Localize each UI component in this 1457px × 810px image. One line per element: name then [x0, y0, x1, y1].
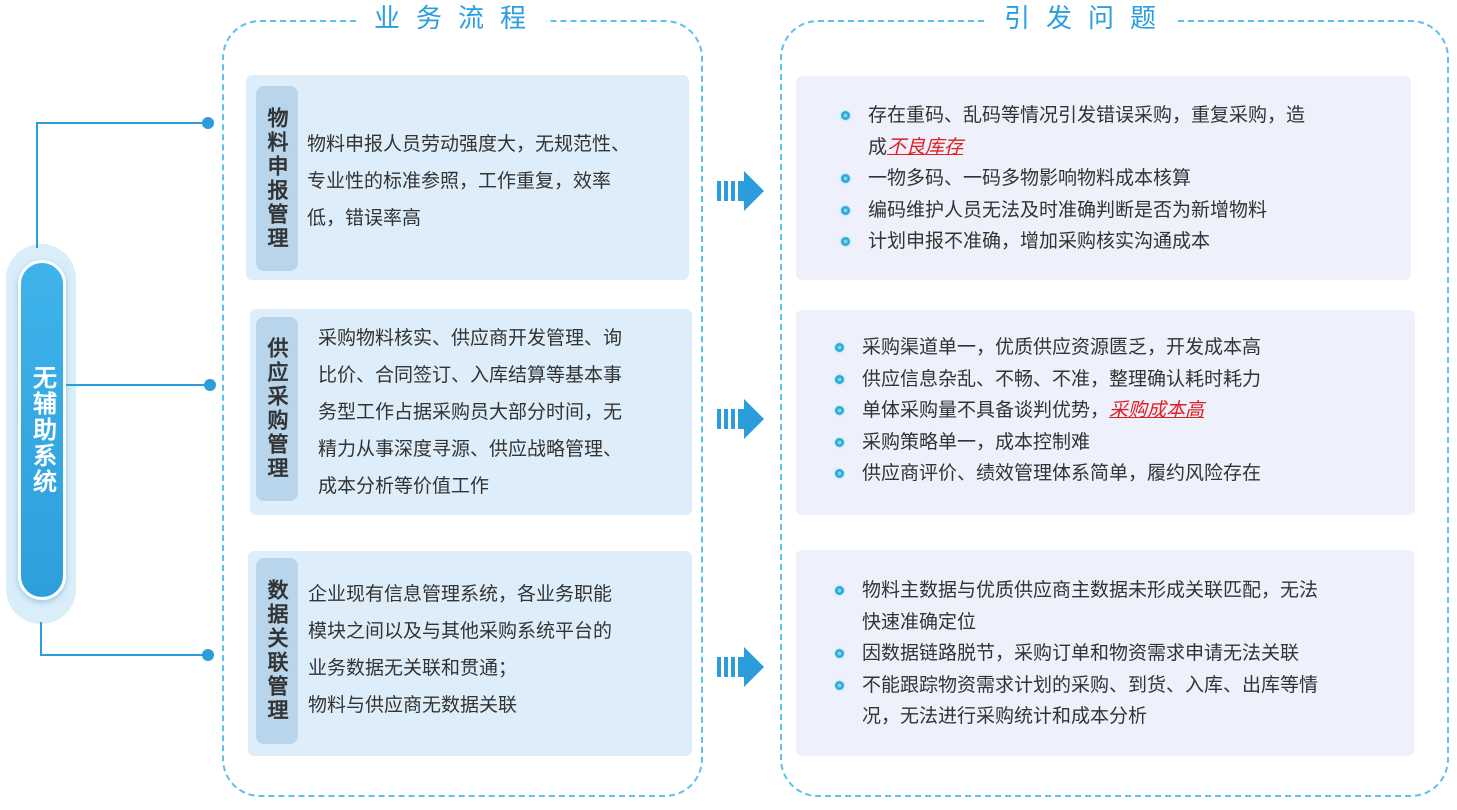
issue-list: 采购渠道单一，优质供应资源匮乏，开发成本高 供应信息杂乱、不畅、不准，整理确认耗…: [834, 332, 1261, 490]
issue-highlight: 采购成本高: [1109, 399, 1205, 421]
arrow-right-icon: [717, 171, 764, 211]
process-text-material: 物料申报人员劳动强度大，无规范性、 专业性的标准参照，工作重复，效率 低，错误率…: [307, 126, 630, 237]
left-label: 无辅助系统: [28, 365, 57, 495]
connector-bottom-horizontal: [40, 654, 208, 656]
bullet-icon: [834, 680, 845, 691]
issue-text: 采购渠道单一，优质供应资源匮乏，开发成本高: [862, 336, 1262, 358]
process-text-procurement: 采购物料核实、供应商开发管理、询 比价、合同签订、入库结算等基本事 务型工作占据…: [318, 320, 622, 505]
issue-text: 供应信息杂乱、不畅、不准，整理确认耗时耗力: [862, 367, 1262, 390]
bullet-icon: [840, 205, 851, 216]
issue-item: 单体采购量不具备谈判优势，采购成本高: [834, 395, 1261, 427]
issue-item: 供应商评价、绩效管理体系简单，履约风险存在: [834, 458, 1261, 490]
issue-item: 采购渠道单一，优质供应资源匮乏，开发成本高: [834, 332, 1261, 364]
issue-item: 不能跟踪物资需求计划的采购、到货、入库、出库等情 况，无法进行采购统计和成本分析: [834, 670, 1318, 733]
issue-item: 物料主数据与优质供应商主数据未形成关联匹配，无法 快速准确定位: [834, 575, 1318, 638]
bullet-icon: [834, 342, 845, 353]
connector-dot-2: [204, 379, 216, 391]
bullet-icon: [834, 437, 845, 448]
process-tag-label: 数据关联管理: [265, 579, 289, 723]
issue-text: 因数据链路脱节，采购订单和物资需求申请无法关联: [862, 642, 1300, 664]
bullet-icon: [834, 405, 845, 416]
issue-text: 不能跟踪物资需求计划的采购、到货、入库、出库等情: [862, 673, 1319, 696]
connector-mid-horizontal: [66, 384, 208, 386]
process-tag-label: 物料申报管理: [265, 106, 289, 251]
issue-list: 物料主数据与优质供应商主数据未形成关联匹配，无法 快速准确定位 因数据链路脱节，…: [834, 575, 1318, 733]
bullet-icon: [834, 648, 845, 659]
issue-highlight: 不良库存: [887, 135, 964, 158]
process-tag-label: 供应采购管理: [265, 337, 289, 481]
issue-card-procurement: 采购渠道单一，优质供应资源匮乏，开发成本高 供应信息杂乱、不畅、不准，整理确认耗…: [796, 310, 1415, 515]
issue-item: 因数据链路脱节，采购订单和物资需求申请无法关联: [834, 638, 1318, 670]
issue-text-cont: 快速准确定位: [862, 610, 977, 633]
text-line: 精力从事深度寻源、供应战略管理、: [318, 438, 623, 460]
issue-text: 物料主数据与优质供应商主数据未形成关联匹配，无法: [862, 579, 1319, 601]
text-line: 成本分析等价值工作: [318, 475, 490, 497]
connector-bottom-vertical: [40, 622, 42, 655]
issue-item: 计划申报不准确，增加采购核实沟通成本: [840, 226, 1305, 258]
connector-dot-1: [202, 117, 214, 129]
issue-item: 存在重码、乱码等情况引发错误采购，重复采购，造 成不良库存: [840, 100, 1305, 163]
process-tag-data: 数据关联管理: [256, 558, 298, 744]
bullet-icon: [834, 585, 845, 596]
issue-item: 编码维护人员无法及时准确判断是否为新增物料: [840, 195, 1305, 227]
arrow-right-icon: [717, 399, 764, 439]
arrow-right-icon: [717, 647, 764, 687]
issue-item: 采购策略单一，成本控制难: [834, 427, 1261, 459]
text-line: 比价、合同签订、入库结算等基本事: [318, 364, 623, 386]
bullet-icon: [834, 374, 845, 385]
bullet-icon: [834, 468, 845, 479]
issues-panel-title: 引发问题: [986, 4, 1177, 34]
process-card-procurement: [250, 309, 692, 515]
process-panel-title: 业务流程: [356, 4, 547, 34]
issue-text-cont: 成: [868, 135, 888, 158]
process-card-data: [248, 551, 692, 756]
no-assist-system-pill: 无辅助系统: [18, 260, 66, 600]
issue-item: 供应信息杂乱、不畅、不准，整理确认耗时耗力: [834, 364, 1261, 396]
text-line: 企业现有信息管理系统，各业务职能: [308, 583, 613, 605]
bullet-icon: [840, 236, 851, 247]
issue-card-data: 物料主数据与优质供应商主数据未形成关联匹配，无法 快速准确定位 因数据链路脱节，…: [796, 550, 1414, 756]
text-line: 模块之间以及与其他采购系统平台的: [308, 620, 613, 642]
text-line: 务型工作占据采购员大部分时间，无: [318, 401, 623, 423]
issue-text: 存在重码、乱码等情况引发错误采购，重复采购，造: [868, 104, 1306, 126]
issue-list: 存在重码、乱码等情况引发错误采购，重复采购，造 成不良库存 一物多码、一码多物影…: [840, 100, 1305, 258]
process-tag-material: 物料申报管理: [256, 86, 298, 271]
bullet-icon: [840, 110, 851, 121]
text-line: 物料申报人员劳动强度大，无规范性、: [307, 133, 631, 155]
issue-text: 编码维护人员无法及时准确判断是否为新增物料: [868, 198, 1268, 221]
issue-text: 单体采购量不具备谈判优势，: [862, 399, 1110, 421]
issue-text: 一物多码、一码多物影响物料成本核算: [868, 167, 1192, 189]
issue-item: 一物多码、一码多物影响物料成本核算: [840, 163, 1305, 195]
connector-top-vertical: [36, 122, 38, 248]
issue-card-material: 存在重码、乱码等情况引发错误采购，重复采购，造 成不良库存 一物多码、一码多物影…: [796, 76, 1411, 280]
issue-text: 采购策略单一，成本控制难: [862, 430, 1091, 453]
text-line: 采购物料核实、供应商开发管理、询: [318, 327, 623, 349]
text-line: 物料与供应商无数据关联: [308, 694, 518, 716]
text-line: 低，错误率高: [307, 207, 422, 229]
issue-text: 供应商评价、绩效管理体系简单，履约风险存在: [862, 462, 1262, 484]
text-line: 业务数据无关联和贯通；: [308, 657, 518, 679]
issue-text: 计划申报不准确，增加采购核实沟通成本: [868, 230, 1211, 252]
connector-top-horizontal: [36, 122, 208, 124]
text-line: 专业性的标准参照，工作重复，效率: [307, 170, 612, 192]
issue-text-cont: 况，无法进行采购统计和成本分析: [862, 705, 1148, 727]
process-text-data: 企业现有信息管理系统，各业务职能 模块之间以及与其他采购系统平台的 业务数据无关…: [308, 576, 612, 724]
process-tag-procurement: 供应采购管理: [256, 317, 298, 501]
process-card-material: [246, 75, 689, 280]
bullet-icon: [840, 173, 851, 184]
connector-dot-3: [202, 649, 214, 661]
